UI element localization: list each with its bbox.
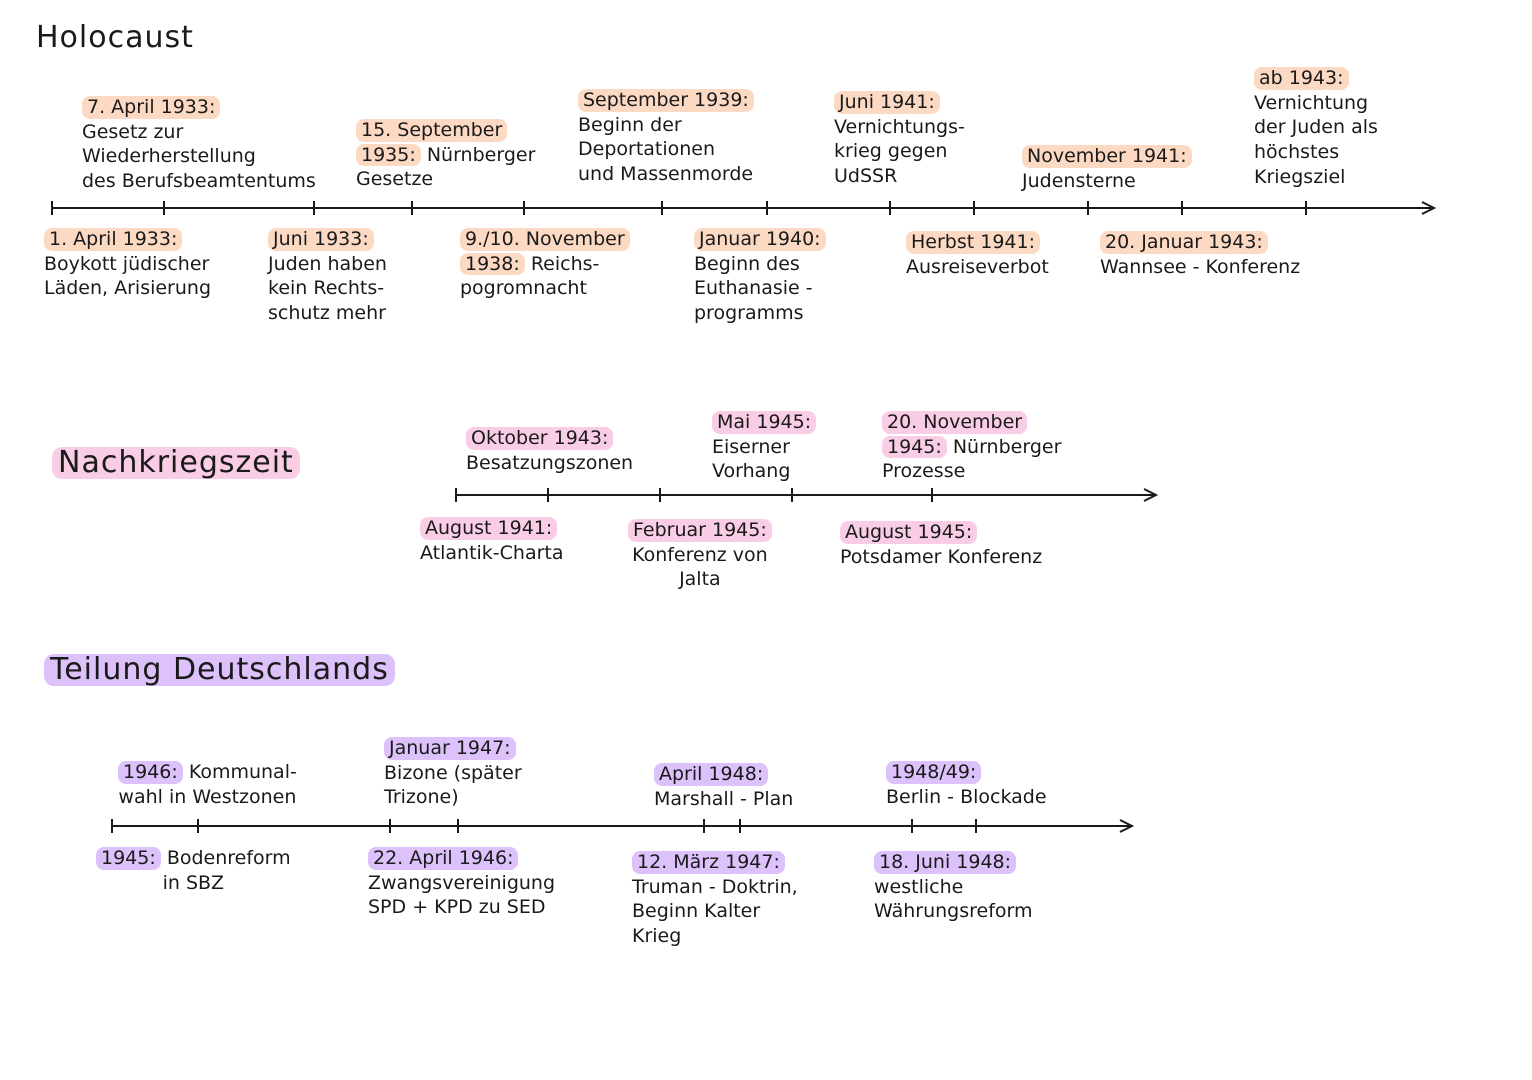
event-1946-kommunalwahl: 1946: Kommunal- wahl in Westzonen bbox=[118, 760, 297, 809]
event-date: 1946: bbox=[118, 761, 183, 784]
event-mai-1945: Mai 1945: Eiserner Vorhang bbox=[712, 410, 817, 484]
event-sept-1935: 15. September 1935: Nürnberger Gesetze bbox=[356, 118, 535, 192]
event-date-year: 1935: bbox=[356, 143, 421, 167]
event-text-2: Prozesse bbox=[882, 460, 966, 483]
event-date-year: 1938: bbox=[460, 252, 525, 276]
event-date: 12. März 1947: bbox=[632, 851, 785, 874]
event-date-year: 1945: bbox=[882, 435, 947, 459]
event-1-april-1933: 1. April 1933: Boykott jüdischer Läden, … bbox=[44, 227, 211, 301]
event-date: 20. November bbox=[882, 411, 1028, 434]
event-text: Zwangsvereinigung SPD + KPD zu SED bbox=[368, 871, 556, 919]
event-date: 1948/49: bbox=[886, 761, 982, 784]
event-date: August 1941: bbox=[420, 517, 558, 540]
event-jan-1947: Januar 1947: Bizone (später Trizone) bbox=[384, 736, 522, 810]
event-text: Reichs- bbox=[530, 252, 600, 275]
event-date: Herbst 1941: bbox=[906, 231, 1040, 254]
event-date: Januar 1947: bbox=[384, 737, 516, 760]
event-text: Konferenz von Jalta bbox=[632, 543, 768, 591]
event-date: 22. April 1946: bbox=[368, 847, 519, 870]
event-text: Atlantik-Charta bbox=[420, 541, 564, 564]
event-text-2: in SBZ bbox=[162, 871, 225, 894]
event-text: Potsdamer Konferenz bbox=[840, 545, 1043, 568]
event-april-1946: 22. April 1946: Zwangsvereinigung SPD + … bbox=[368, 846, 555, 920]
event-text: westliche Währungsreform bbox=[874, 875, 1033, 923]
nachkriegszeit-title: Nachkriegszeit bbox=[52, 447, 300, 479]
event-nov-1945: 20. November 1945: Nürnberger Prozesse bbox=[882, 410, 1061, 484]
nachkriegszeit-axis bbox=[455, 488, 1159, 502]
event-date: September 1939: bbox=[578, 89, 754, 112]
teilung-axis bbox=[111, 819, 1135, 833]
event-text: Nürnberger bbox=[426, 143, 536, 166]
event-text: Kommunal- bbox=[188, 761, 297, 783]
event-juni-1941: Juni 1941: Vernichtungs- krieg gegen UdS… bbox=[834, 90, 965, 189]
event-text-2: wahl in Westzonen bbox=[118, 785, 297, 808]
event-1945-bodenreform: 1945: Bodenreform in SBZ bbox=[96, 846, 291, 895]
event-date: November 1941: bbox=[1022, 145, 1192, 168]
event-text: Judensterne bbox=[1022, 169, 1136, 192]
event-aug-1941: August 1941: Atlantik-Charta bbox=[420, 516, 564, 565]
event-okt-1943: Oktober 1943: Besatzungszonen bbox=[466, 426, 633, 475]
event-date: August 1945: bbox=[840, 521, 978, 544]
event-juni-1933: Juni 1933: Juden haben kein Rechts- schu… bbox=[268, 227, 387, 326]
event-april-1933-gesetz: 7. April 1933: Gesetz zur Wiederherstell… bbox=[82, 95, 316, 194]
event-feb-1945: Februar 1945: Konferenz von Jalta bbox=[628, 518, 772, 592]
teilung-title: Teilung Deutschlands bbox=[44, 654, 395, 686]
event-april-1948: April 1948: Marshall - Plan bbox=[654, 762, 793, 811]
event-date: Januar 1940: bbox=[694, 228, 826, 251]
event-jan-1943: 20. Januar 1943: Wannsee - Konferenz bbox=[1100, 230, 1300, 279]
event-1948-49: 1948/49: Berlin - Blockade bbox=[886, 760, 1047, 809]
event-date: 7. April 1933: bbox=[82, 96, 221, 119]
event-text-2: Gesetze bbox=[356, 168, 434, 191]
event-text: Marshall - Plan bbox=[654, 787, 794, 810]
event-date: 1. April 1933: bbox=[44, 228, 183, 251]
event-date: 1945: bbox=[96, 847, 161, 870]
event-date: 9./10. November bbox=[460, 228, 630, 251]
event-nov-1938: 9./10. November 1938: Reichs- pogromnach… bbox=[460, 227, 630, 301]
event-jan-1940: Januar 1940: Beginn des Euthanasie - pro… bbox=[694, 227, 826, 326]
holocaust-axis bbox=[51, 201, 1437, 215]
event-text: Bizone (später Trizone) bbox=[384, 761, 522, 809]
event-herbst-1941: Herbst 1941: Ausreiseverbot bbox=[906, 230, 1049, 279]
event-text: Vernichtungs- krieg gegen UdSSR bbox=[834, 115, 965, 188]
event-text: Besatzungszonen bbox=[466, 451, 634, 474]
event-date: 20. Januar 1943: bbox=[1100, 231, 1268, 254]
event-text: Juden haben kein Rechts- schutz mehr bbox=[268, 252, 387, 325]
event-date: Oktober 1943: bbox=[466, 427, 614, 450]
event-nov-1941: November 1941: Judensterne bbox=[1022, 144, 1192, 193]
event-date: 18. Juni 1948: bbox=[874, 851, 1017, 874]
event-aug-1945: August 1945: Potsdamer Konferenz bbox=[840, 520, 1042, 569]
event-date: Februar 1945: bbox=[628, 519, 772, 542]
event-date: Juni 1941: bbox=[834, 91, 940, 114]
event-sept-1939: September 1939: Beginn der Deportationen… bbox=[578, 88, 754, 187]
event-date: ab 1943: bbox=[1254, 67, 1349, 90]
event-date: Mai 1945: bbox=[712, 411, 817, 434]
event-text: Truman - Doktrin, Beginn Kalter Krieg bbox=[632, 875, 798, 948]
event-text: Ausreiseverbot bbox=[906, 255, 1049, 278]
event-text-2: pogromnacht bbox=[460, 277, 587, 300]
event-text: Vernichtung der Juden als höchstes Krieg… bbox=[1254, 91, 1378, 188]
event-text: Nürnberger bbox=[952, 435, 1062, 458]
event-text: Beginn des Euthanasie - programms bbox=[694, 252, 813, 325]
holocaust-title: Holocaust bbox=[36, 20, 194, 55]
event-text: Beginn der Deportationen und Massenmorde bbox=[578, 113, 754, 186]
event-date: Juni 1933: bbox=[268, 228, 374, 251]
event-date: April 1948: bbox=[654, 763, 769, 786]
event-text: Boykott jüdischer Läden, Arisierung bbox=[44, 252, 212, 300]
event-ab-1943: ab 1943: Vernichtung der Juden als höchs… bbox=[1254, 66, 1378, 189]
event-text: Berlin - Blockade bbox=[886, 785, 1047, 808]
event-date: 15. September bbox=[356, 119, 508, 142]
event-text: Eiserner Vorhang bbox=[712, 435, 791, 483]
event-juni-1948: 18. Juni 1948: westliche Währungsreform bbox=[874, 850, 1033, 924]
event-text: Wannsee - Konferenz bbox=[1100, 255, 1301, 278]
event-text: Gesetz zur Wiederherstellung des Berufsb… bbox=[82, 120, 316, 193]
event-maerz-1947: 12. März 1947: Truman - Doktrin, Beginn … bbox=[632, 850, 798, 949]
event-text: Bodenreform bbox=[166, 847, 291, 869]
